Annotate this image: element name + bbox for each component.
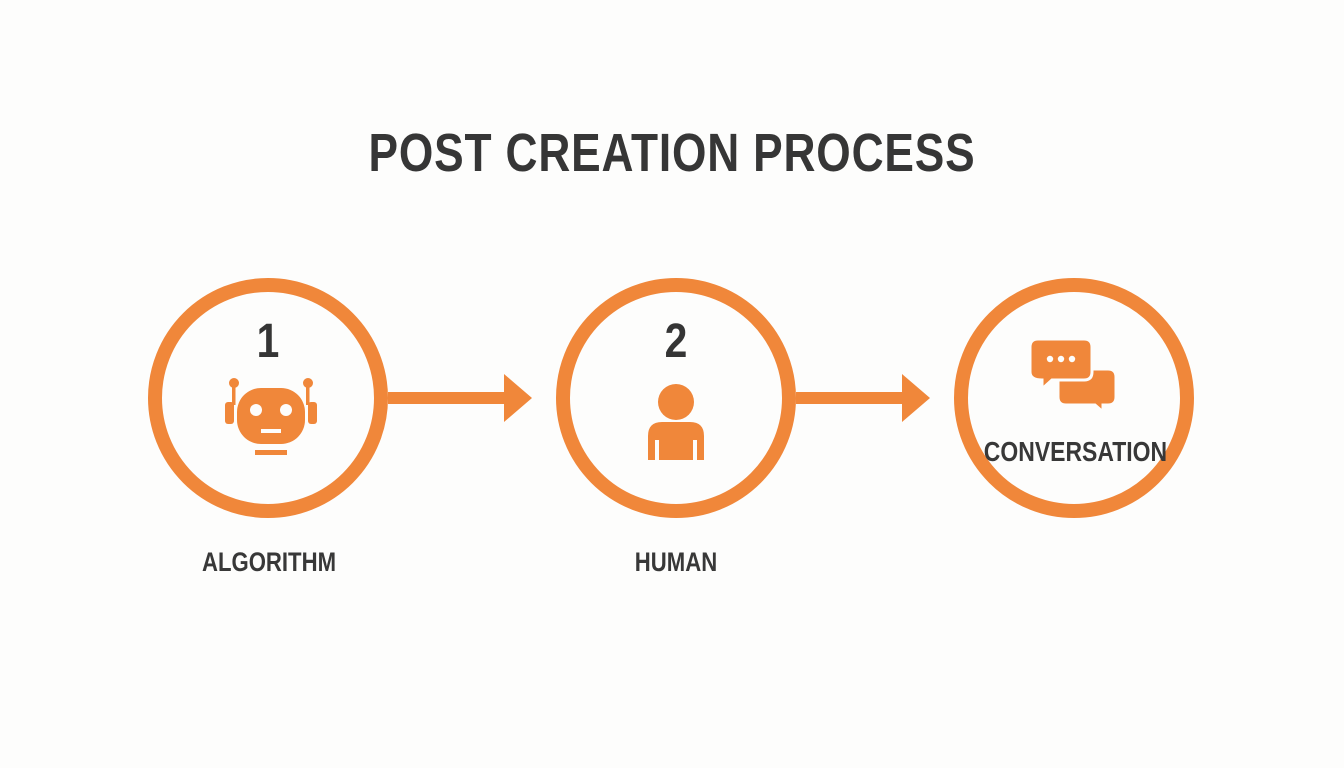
step-2-label: HUMAN (634, 547, 718, 577)
arrow-2-icon (796, 374, 930, 422)
chat-bubbles-icon (1028, 337, 1118, 416)
diagram-title: POST CREATION PROCESS (368, 123, 976, 183)
step-2-circle (556, 278, 796, 518)
robot-icon (225, 378, 317, 455)
step-3-label: CONVERSATION (983, 436, 1168, 467)
step-2-number: 2 (664, 315, 688, 368)
arrow-1-icon (388, 374, 532, 422)
step-1-number: 1 (256, 315, 280, 368)
step-1-label: ALGORITHM (201, 547, 337, 577)
step-3-circle (954, 278, 1194, 518)
person-icon (648, 384, 704, 460)
step-1-circle (148, 278, 388, 518)
